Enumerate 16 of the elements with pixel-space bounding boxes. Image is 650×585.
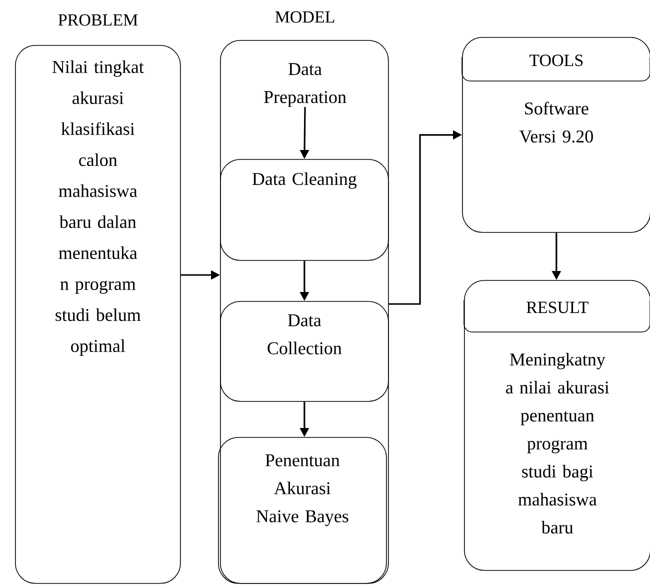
process-box <box>220 159 389 261</box>
body-text: Meningkatny a nilai akurasi penentuan program studi bagi mahasiswa baru <box>506 352 610 534</box>
header-card <box>462 37 650 233</box>
card-heading: RESULT <box>526 302 588 314</box>
body-text: Penentuan Akurasi Naive Bayes <box>256 454 348 526</box>
process-box <box>220 301 389 402</box>
node-text: Data Preparation <box>264 63 346 107</box>
body-text: Nilai tingkat akurasi klasifikasi calon mahasiswa baru dalan menentuka n program studi belum optimal <box>52 60 144 356</box>
header-card <box>464 280 650 571</box>
process-box <box>218 437 387 584</box>
card-heading: TOOLS <box>529 54 583 66</box>
body-text: Software Versi 9.20 <box>519 102 593 143</box>
heading: MODEL <box>275 11 334 23</box>
body-text: Data Cleaning <box>252 172 357 189</box>
body-text: Data Collection <box>268 314 342 354</box>
heading: PROBLEM <box>58 14 138 26</box>
